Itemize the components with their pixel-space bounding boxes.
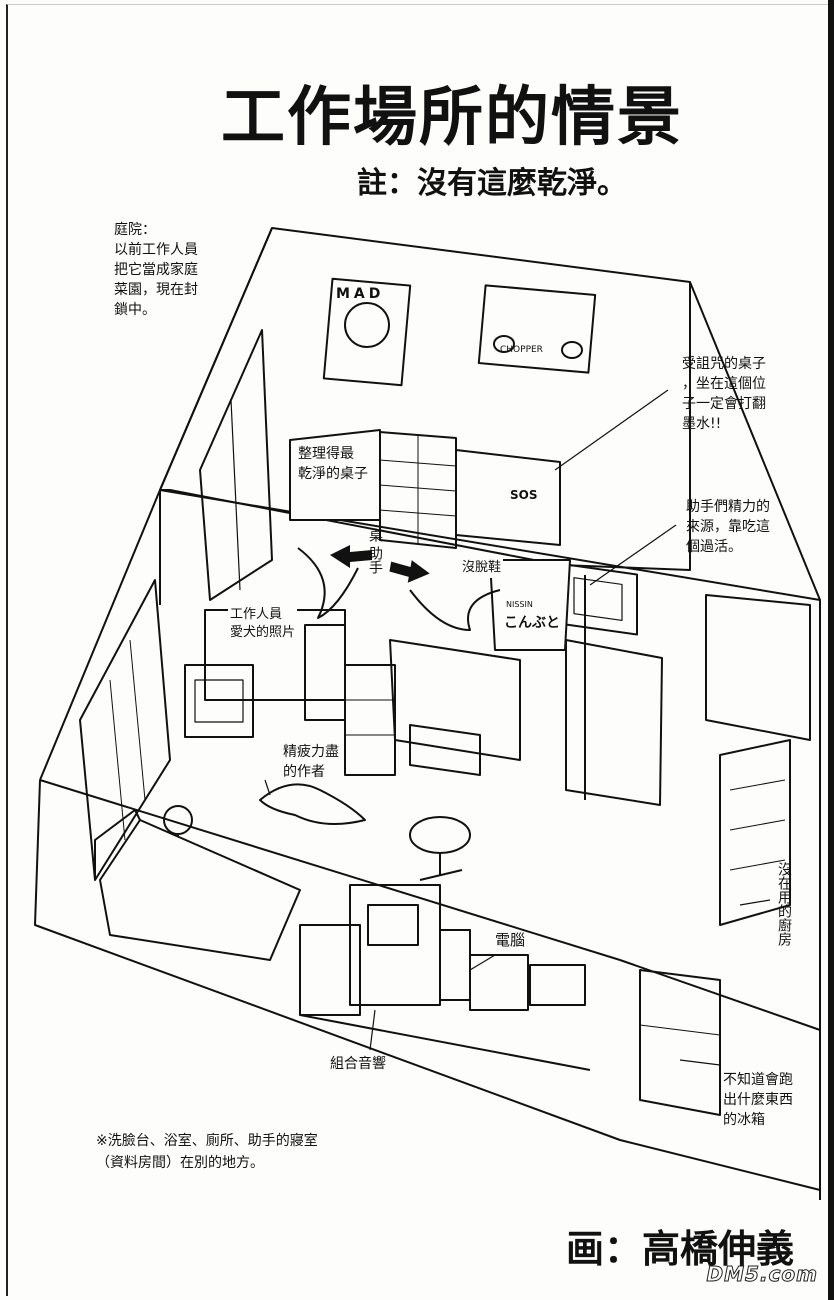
leader-kitchen [739,899,771,906]
mad-poster [322,277,412,387]
desk-vertical-label: 桌 [367,528,383,542]
unused-kitchen-callout: 沒在用的廚房 [776,862,792,946]
kitchen-counter [705,594,811,741]
staff-photo-callout: 工作人員 愛犬的照片 [228,606,298,642]
garden-callout: 庭院： 以前工作人員 把它當成家庭 菜園，現在封 鎖中。 [114,222,198,318]
footnote: ※洗臉台、浴室、廁所、助手的寢室 （資料房間）在別的地方。 [96,1133,318,1171]
room-floor-left-edge [39,779,621,961]
leader-computer [469,954,496,971]
drawer-unit [379,431,457,549]
assistant-label: 助手 [367,546,383,574]
tv-right [564,563,638,636]
stereo-shelf [299,924,361,1016]
drawing-board [409,724,481,776]
kitchen-door [565,639,663,806]
office-chair-seat [409,816,471,854]
electric-fan [163,805,193,835]
stereo-callout: 組合音響 [330,1056,386,1072]
assistants-energy-callout: 助手們精力的 來源，靠吃這 個過活。 [686,499,770,555]
fridge-callout: 不知道會跑 出什麼東西 的冰箱 [723,1072,793,1128]
mad-poster-text: MAD [336,286,385,302]
curtain [79,579,171,881]
chopper-poster-text: CHOPPER [500,345,543,355]
bookshelf [344,664,396,776]
fridge-box [639,969,721,1116]
exhausted-author-callout: 精疲力盡 的作者 [281,742,341,782]
leader-author [264,779,271,796]
assistant-lying-right [409,589,501,631]
arrow-right-icon [389,560,430,583]
leader-cursed-desk [554,389,669,471]
exhausted-author-figure [259,783,366,825]
cursed-desk [455,449,561,546]
room-back-wall [159,227,691,571]
nissin-text: NISSIN [506,600,533,609]
cleanest-desk-callout: 整理得最 乾淨的桌子 [296,444,370,484]
page-title: 工作場所的情景 [221,80,683,155]
leader-fridge [679,1059,721,1066]
sos-text: SOS [510,488,538,502]
cursed-desk-callout: 受詛咒的桌子 ，坐在這個位 子一定會打翻 墨水!! [682,356,766,432]
arrow-left-icon [330,545,372,568]
artist-credit: 画：高橋伸義 [566,1227,795,1271]
assistant-lying-left [297,547,359,619]
page-subtitle: 註：沒有這麼乾淨。 [357,166,627,201]
ramen-box-kana: こんぶと [504,615,560,631]
center-desk [389,639,521,761]
page-edge-shadow [828,0,834,1300]
room-floor-front [34,779,821,1191]
printer [367,904,419,946]
site-watermark: DM5.com [706,1262,818,1287]
fax-machine [529,964,586,1006]
sliding-door [199,329,273,601]
no-shoes-callout: 沒脫鞋 [460,558,504,578]
dog-face [344,302,390,348]
leader-stereo [369,1009,376,1051]
computer-callout: 電腦 [495,931,526,949]
leader-energy [589,524,677,586]
computer-monitor [469,954,529,1011]
chopper-wheel-left [493,335,515,353]
chopper-wheel-right [561,341,583,359]
bed [99,819,301,961]
chopper-poster [477,284,597,374]
page-frame [6,4,828,1296]
computer-tower [439,929,471,1001]
kitchen-shelf-rack [719,739,791,926]
